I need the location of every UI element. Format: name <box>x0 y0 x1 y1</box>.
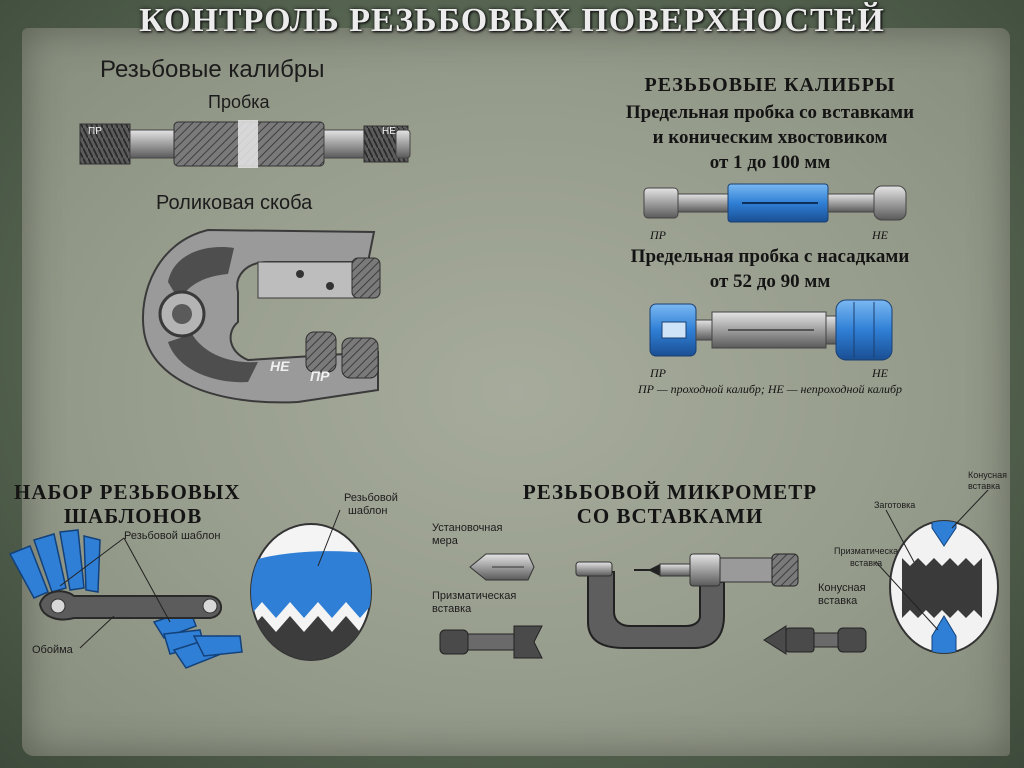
gauge-legend: ПР — проходной калибр; НЕ — непроходной … <box>637 382 903 396</box>
micrometer-heading-line2: СО ВСТАВКАМИ <box>576 504 764 528</box>
plug-inserts-range: от 1 до 100 мм <box>709 152 831 173</box>
nozzles-go-mark: ПР <box>650 366 666 380</box>
cone-insert-illustration <box>763 625 867 655</box>
plug-nozzles-range: от 52 до 90 мм <box>709 271 831 292</box>
limit-gauges-heading: РЕЗЬБОВЫЕ КАЛИБРЫ <box>644 74 896 96</box>
detail-cone-label-line2: вставка <box>968 481 1001 491</box>
zoom-label-line2: шаблон <box>348 505 388 517</box>
detail-blank-label: Заготовка <box>874 500 916 510</box>
micrometer-heading-line1: РЕЗЬБОВОЙ МИКРОМЕТР <box>522 480 818 504</box>
setting-gauge-illustration <box>469 553 535 581</box>
slide-title: КОНТРОЛЬ РЕЗЬБОВЫХ ПОВЕРХНОСТЕЙ <box>139 2 885 39</box>
prism-insert-illustration <box>439 625 543 659</box>
nozzles-nogo-mark: НЕ <box>872 366 888 380</box>
zoom-label-line1: Резьбовой <box>344 492 398 504</box>
cone-insert-label-line2: вставка <box>818 595 858 607</box>
cone-insert-label-line1: Конусная <box>818 582 866 594</box>
plug-with-inserts-illustration <box>643 183 907 223</box>
plug-with-nozzles-illustration <box>649 299 893 361</box>
detail-prism-label-line2: вставка <box>850 558 883 568</box>
templates-heading-line2: ШАБЛОНОВ <box>64 504 203 528</box>
roller-label: Роликовая скоба <box>156 192 313 214</box>
gauges-heading: Резьбовые калибры <box>100 56 325 83</box>
detail-prism-label-line1: Призматическая <box>834 546 903 556</box>
roller-nogo-mark: НЕ <box>270 358 290 374</box>
detail-cone-label-line1: Конусная <box>968 470 1007 480</box>
plug-gauge-illustration <box>79 120 411 168</box>
setting-gauge-label-line2: мера <box>432 535 458 547</box>
thread-template-set-illustration <box>8 529 243 669</box>
micrometer-detail-circle <box>875 489 999 654</box>
holder-label: Обойма <box>32 644 73 656</box>
inserts-nogo-mark: НЕ <box>872 228 888 242</box>
plug-nozzles-line1: Предельная пробка с насадками <box>630 246 910 267</box>
prism-insert-label-line1: Призматическая <box>432 590 517 602</box>
roller-gauge-illustration <box>142 228 381 404</box>
inserts-go-mark: ПР <box>650 228 666 242</box>
template-label: Резьбовой шаблон <box>124 530 221 542</box>
plug-inserts-line1: Предельная пробка со вставками <box>625 102 915 123</box>
template-zoom-circle <box>250 509 372 661</box>
roller-go-mark: ПР <box>310 368 330 384</box>
setting-gauge-label-line1: Установочная <box>432 522 503 534</box>
micrometer-illustration <box>575 553 799 649</box>
plug-label: Пробка <box>208 92 270 112</box>
plug-go-mark: ПР <box>88 126 102 137</box>
templates-heading-line1: НАБОР РЕЗЬБОВЫХ <box>14 480 241 504</box>
prism-insert-label-line2: вставка <box>432 603 472 615</box>
plug-inserts-line2: и коническим хвостовиком <box>652 127 888 148</box>
plug-nogo-mark: НЕ <box>382 126 396 137</box>
